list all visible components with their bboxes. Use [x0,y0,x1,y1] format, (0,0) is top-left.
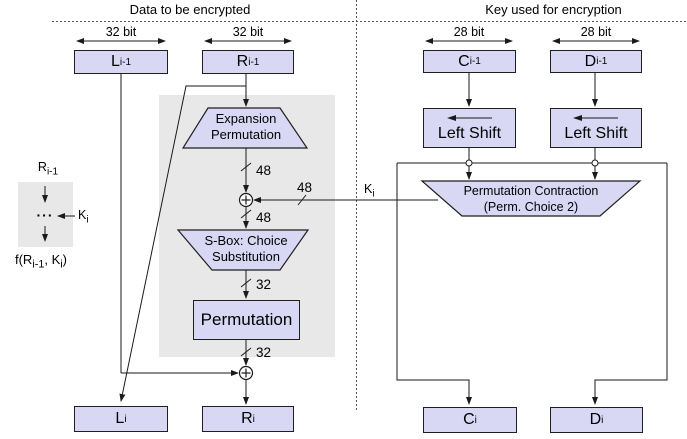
expansion-permutation-label: Expansion Permutation [196,111,296,143]
header-data-half: Data to be encrypted [129,2,251,17]
register-label: R [236,53,249,70]
bus-width-slashes [240,162,307,357]
legend-key-main: K [78,208,87,222]
legend-input-main: R [37,160,47,174]
bus-label-xor-out: 48 [256,210,272,225]
legend-output-s2: i [60,258,63,271]
register-subscript: i [252,413,255,425]
register-label: R [241,410,253,427]
bit-width-label-d: 28 bit [580,25,612,39]
header-key-half: Key used for encryption [485,2,622,17]
permutation-box: Permutation [193,300,300,340]
sbox-label: S-Box: Choice Substitution [186,233,306,265]
key-loop-to-c-next-line [396,163,472,405]
permuted-choice-label: Permutation Contraction (Perm. Choice 2) [431,184,631,215]
key-junction-nodes [465,159,599,167]
register-subscript: i-1 [119,56,132,68]
bus-label-subkey: 48 [297,180,313,195]
bit-width-label-c: 28 bit [453,25,485,39]
subkey-subscript: i [372,188,375,200]
r-prev-to-l-next-line [119,85,246,402]
junction-circle-icon [591,159,599,167]
legend-output-p3: ) [62,252,68,267]
expansion-permutation-shape [181,107,309,149]
legend-output-label: f(Ri-1, Ki) [0,252,82,271]
register-label: D [584,52,597,70]
sbox-shape [176,229,310,271]
left-shift-box-d: Left Shift [550,108,642,148]
slash-sbox-out [240,278,252,288]
register-label: C [458,52,470,70]
legend-output-s1: i-1 [32,258,45,271]
register-subscript: i-1 [248,56,260,68]
left-shift-box-c: Left Shift [423,108,516,148]
register-subscript: i [124,413,127,425]
section-separators [52,0,687,410]
key-flow-lines [396,73,668,405]
key-loop-to-d-next-line [592,163,668,405]
data-flow-lines [119,74,438,405]
left-shift-arrow-icon [573,114,618,121]
expansion-line1: Expansion [215,111,277,126]
expansion-line2: Permutation [210,127,282,142]
bit-width-label-l: 32 bit [105,25,137,39]
register-label: L [110,53,120,70]
register-subscript: i [474,414,477,426]
legend-output-p1: f(R [14,252,33,267]
sbox-line1: S-Box: Choice [204,233,288,248]
legend-key-label: Ki [78,208,89,226]
left-shift-arrow-icon [446,114,492,121]
register-subscript: i [601,414,604,426]
register-subscript: i-1 [596,56,608,67]
legend-input-subscript: i-1 [46,166,59,178]
permuted-choice-shape [420,180,642,217]
left-shift-label: Left Shift [564,124,628,142]
left-shift-label: Left Shift [437,124,502,142]
register-label: L [115,410,125,427]
slash-permutation-out [240,347,252,357]
sbox-line2: Substitution [212,249,280,264]
bus-label-sbox-out: 32 [256,277,272,292]
slash-expansion-out [240,162,252,172]
subkey-label: Ki [364,182,375,200]
permuted-choice-line1: Permutation Contraction [463,184,599,198]
legend-key-subscript: i [86,214,89,226]
legend-arrows [42,186,75,242]
subkey-main: K [364,182,373,196]
permutation-label: Permutation [200,310,293,329]
bit-width-label-r: 32 bit [232,25,264,39]
trapezoid-blocks [176,107,642,271]
register-subscript: i-1 [469,56,481,67]
legend-dots: ··· [36,207,54,223]
register-label: D [589,411,602,428]
bus-label-permutation-out: 32 [256,345,272,360]
slash-xor-out [240,209,252,219]
bus-label-expansion-out: 48 [256,163,272,178]
legend-input-label: Ri-1 [25,160,71,178]
junction-circle-icon [465,159,473,167]
slash-subkey [297,194,307,206]
xor-nodes [238,192,254,381]
legend-output-p2: , K [44,252,61,267]
register-label: C [463,411,475,428]
permuted-choice-line2: (Perm. Choice 2) [483,199,579,214]
